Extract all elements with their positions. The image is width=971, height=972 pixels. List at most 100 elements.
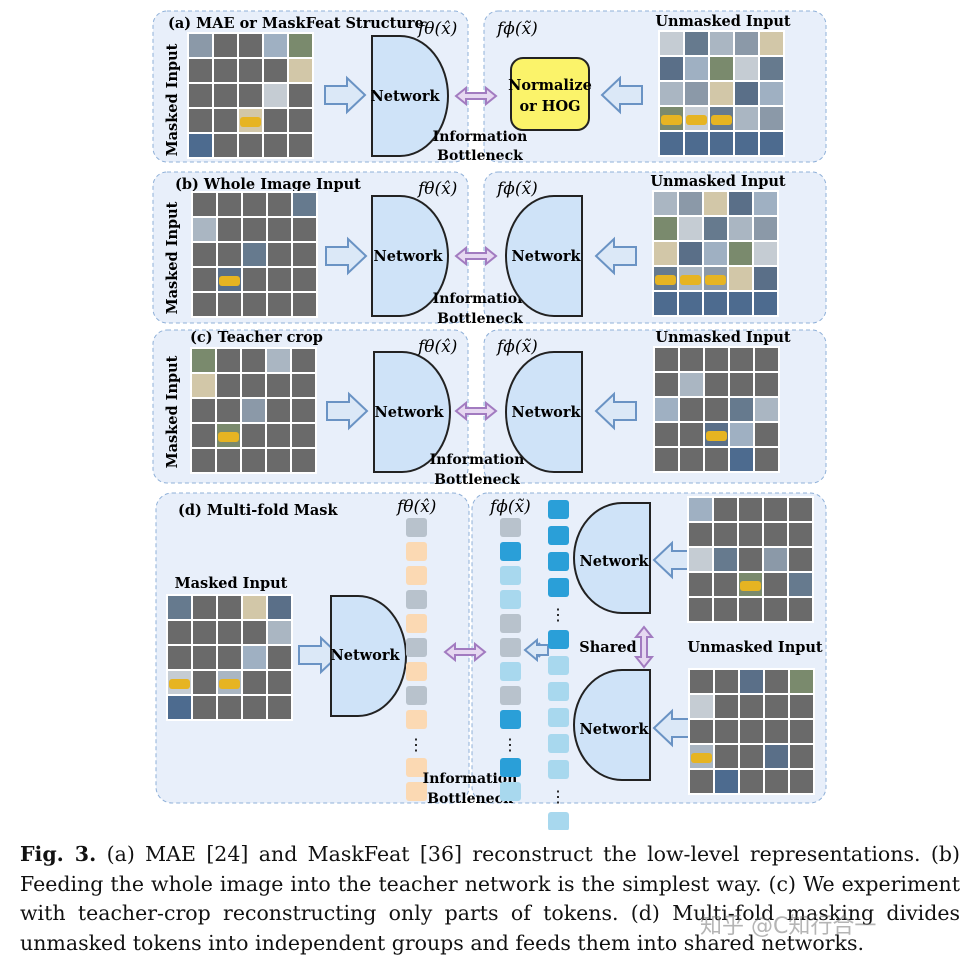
panel-d-unmasked-grid-bottom (688, 668, 815, 795)
masked-patch (215, 372, 242, 399)
masked-patch (737, 521, 764, 548)
panel-a-hog-line2: or HOG (519, 98, 580, 115)
masked-patch (216, 241, 243, 268)
masked-patch (191, 266, 218, 293)
masked-patch (241, 669, 268, 696)
panel-d-masked-label: Masked Input (175, 575, 288, 592)
panel-a-masked-label: Masked Input (164, 43, 181, 156)
token (548, 500, 569, 519)
token (548, 656, 569, 675)
panel-c-bottleneck-line2: Bottleneck (434, 472, 520, 488)
masked-patch (703, 396, 730, 423)
image-patch (652, 215, 679, 242)
panel-d-merged-tokens: ⋮ (500, 518, 521, 801)
masked-patch (215, 447, 242, 474)
panel-b-unmasked-label: Unmasked Input (650, 173, 786, 190)
image-patch (702, 190, 729, 217)
panel-d-teacher-network-top (573, 502, 651, 614)
image-patch (727, 190, 754, 217)
masked-patch (241, 694, 268, 721)
masked-patch (187, 82, 214, 109)
masked-patch (737, 546, 764, 573)
taxi-fragment (169, 679, 190, 689)
panel-a-student-network-label: Network (370, 88, 440, 105)
image-patch (190, 347, 217, 374)
masked-patch (237, 82, 264, 109)
image-patch (190, 372, 217, 399)
panel-d-f-phi: fϕ(x̃) (488, 497, 531, 517)
panel-d-student-network-label: Network (330, 647, 400, 664)
masked-patch (763, 768, 790, 795)
panel-b-f-theta: fθ(x̂) (416, 179, 457, 199)
watermark: 知乎 @C知行合一 (700, 914, 877, 939)
masked-patch (753, 346, 780, 373)
token (406, 758, 427, 777)
panel-d-bottleneck-line1: Information (423, 771, 518, 787)
masked-patch (212, 57, 239, 84)
taxi-fragment (691, 753, 712, 763)
image-patch (687, 496, 714, 523)
masked-patch (266, 669, 293, 696)
masked-patch (266, 694, 293, 721)
image-patch (291, 191, 318, 218)
image-patch (752, 240, 779, 267)
token (548, 682, 569, 701)
masked-patch (688, 768, 715, 795)
image-patch (733, 55, 760, 82)
image-patch (728, 396, 755, 423)
panel-a: (a) MAE or MaskFeat Structure Masked Inp… (152, 10, 827, 164)
masked-patch (191, 619, 218, 646)
image-patch (241, 594, 268, 621)
image-patch (708, 30, 735, 57)
panel-c-title: (c) Teacher crop (190, 329, 323, 346)
token (500, 566, 521, 585)
masked-patch (678, 446, 705, 473)
masked-patch (728, 371, 755, 398)
token (500, 758, 521, 777)
masked-patch (241, 619, 268, 646)
masked-patch (678, 396, 705, 423)
panel-b-bottleneck-line2: Bottleneck (437, 311, 523, 327)
token-ellipsis: ⋮ (550, 787, 566, 806)
image-patch (763, 743, 790, 770)
image-patch (733, 105, 760, 132)
image-patch (677, 290, 704, 317)
token (548, 734, 569, 753)
masked-patch (688, 718, 715, 745)
panel-b-student-network-label: Network (373, 248, 443, 265)
masked-patch (738, 693, 765, 720)
image-patch (687, 546, 714, 573)
token (548, 552, 569, 571)
masked-patch (237, 57, 264, 84)
taxi-fragment (686, 115, 707, 125)
masked-patch (762, 596, 789, 623)
masked-patch (712, 496, 739, 523)
masked-patch (788, 768, 815, 795)
token (406, 662, 427, 681)
masked-patch (216, 191, 243, 218)
masked-patch (240, 422, 267, 449)
token (500, 710, 521, 729)
image-patch (728, 421, 755, 448)
masked-patch (191, 669, 218, 696)
masked-patch (265, 447, 292, 474)
panel-d-student-tokens: ⋮ (406, 518, 427, 801)
panel-d-bottleneck-line2: Bottleneck (427, 791, 513, 807)
taxi-fragment (705, 275, 726, 285)
masked-patch (212, 82, 239, 109)
image-patch (758, 55, 785, 82)
panel-d-unmasked-grid-top (687, 496, 814, 623)
panel-c-f-phi: fϕ(x̃) (495, 337, 538, 357)
image-patch (702, 215, 729, 242)
masked-patch (737, 496, 764, 523)
masked-patch (216, 594, 243, 621)
panel-c-bottleneck-line1: Information (430, 452, 525, 468)
masked-patch (787, 496, 814, 523)
masked-patch (216, 694, 243, 721)
token (500, 662, 521, 681)
masked-patch (703, 371, 730, 398)
image-patch (688, 693, 715, 720)
image-patch (658, 80, 685, 107)
panel-d-group1-tokens: ⋮ (548, 500, 569, 649)
masked-patch (166, 619, 193, 646)
